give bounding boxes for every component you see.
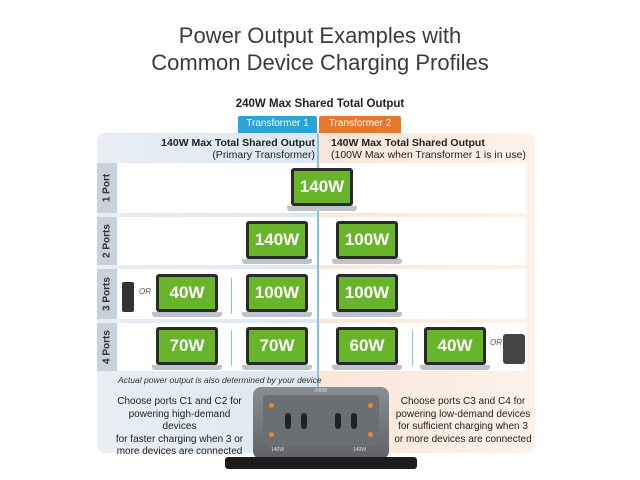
led-icon <box>269 432 274 437</box>
transformer-1-tab: Transformer 1 <box>238 116 317 131</box>
left-description-line: more devices are connected <box>116 446 243 457</box>
wattage-label: 140W <box>294 171 350 203</box>
max-shared-output-label: 240W Max Shared Total Output <box>235 98 405 110</box>
laptop-icon: 70W <box>242 327 312 371</box>
wattage-label: 70W <box>159 330 215 362</box>
wattage-label: 100W <box>339 277 395 309</box>
row-label-3-ports: 3 Ports <box>97 269 117 319</box>
left-description-line: Choose ports C1 and C2 for <box>117 396 242 407</box>
left-header-subtitle: (Primary Transformer) <box>212 149 315 161</box>
left-description: Choose ports C1 and C2 for powering high… <box>112 396 247 459</box>
device-left-label: 140W <box>271 447 285 453</box>
right-description-line: for sufficient charging when 3 <box>398 421 528 432</box>
transformer-2-tab: Transformer 2 <box>319 116 401 131</box>
or-label: OR <box>139 287 151 296</box>
row-label-1-port: 1 Port <box>97 163 117 213</box>
device-stand <box>225 457 417 469</box>
laptop-icon: 70W <box>152 327 222 371</box>
right-description-line: or more devices are connected <box>394 433 532 445</box>
separator <box>231 330 232 366</box>
wattage-label: 140W <box>249 224 305 256</box>
row-2-ports <box>117 217 526 265</box>
laptop-icon: 40W <box>420 327 490 371</box>
tablet-icon <box>503 334 525 364</box>
wattage-label: 40W <box>159 277 215 309</box>
wattage-label: 100W <box>249 277 305 309</box>
laptop-icon: 100W <box>332 274 402 318</box>
transformer-2-bar <box>319 130 401 133</box>
led-icon <box>368 403 373 408</box>
row-label-2-ports: 2 Ports <box>97 217 117 265</box>
phone-icon <box>122 282 134 312</box>
usb-c-port <box>335 413 341 429</box>
transformer-1-bar <box>238 130 317 133</box>
separator <box>412 330 413 366</box>
row-label-4-ports: 4 Ports <box>97 323 117 371</box>
laptop-icon: 140W <box>287 168 357 212</box>
wattage-label: 40W <box>427 330 483 362</box>
laptop-icon: 140W <box>242 221 312 265</box>
led-icon <box>368 432 373 437</box>
left-description-line: powering high-demand devices <box>128 408 231 433</box>
left-header-title: 140W Max Total Shared Output <box>161 137 315 149</box>
separator <box>231 278 232 314</box>
right-description-line: powering low-demand devices <box>395 408 531 420</box>
usb-c-port <box>351 413 357 429</box>
page-title-line-2: Common Device Charging Profiles <box>151 50 489 75</box>
device-top-label: 240W <box>314 388 328 394</box>
left-description-line: for faster charging when 3 or <box>115 433 244 445</box>
device-port-panel <box>263 395 379 445</box>
page-title-line-1: Power Output Examples with <box>178 23 462 48</box>
laptop-icon: 40W <box>152 274 222 318</box>
wattage-label: 60W <box>339 330 395 362</box>
laptop-icon: 100W <box>332 221 402 265</box>
device-right-label: 140W <box>353 447 367 453</box>
transformer-divider <box>317 133 319 453</box>
right-header: 140W Max Total Shared Output (100W Max w… <box>331 137 531 161</box>
laptop-icon: 60W <box>332 327 402 371</box>
right-description: Choose ports C3 and C4 for powering low-… <box>393 396 533 446</box>
usb-c-port <box>301 413 307 429</box>
laptop-icon: 100W <box>242 274 312 318</box>
left-header: 140W Max Total Shared Output (Primary Tr… <box>150 137 315 161</box>
right-description-line: Choose ports C3 and C4 for <box>400 396 526 407</box>
led-icon <box>269 403 274 408</box>
wattage-label: 70W <box>249 330 305 362</box>
usb-c-port <box>285 413 291 429</box>
or-label: OR <box>490 338 502 347</box>
right-header-subtitle: (100W Max when Transformer 1 is in use) <box>331 149 526 161</box>
power-output-note: Actual power output is also determined b… <box>118 375 322 385</box>
charging-station-image: 240W 140W 140W <box>253 387 389 459</box>
wattage-label: 100W <box>339 224 395 256</box>
right-header-title: 140W Max Total Shared Output <box>331 137 485 149</box>
